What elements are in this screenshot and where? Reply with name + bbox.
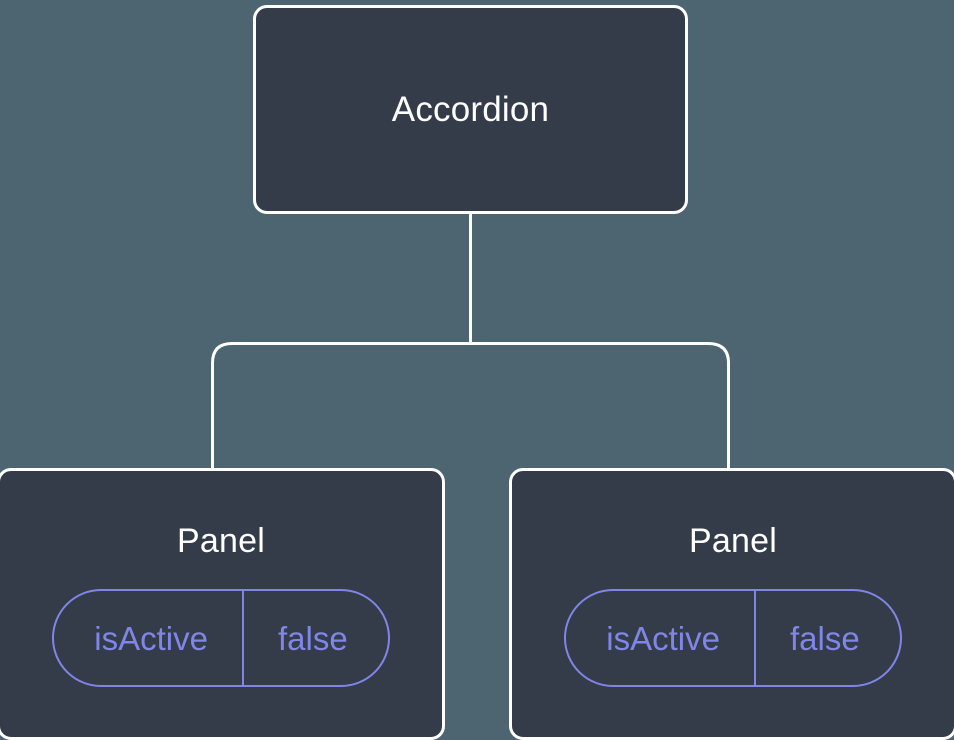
prop-pill-panel-2-isactive[interactable]: isActive false: [564, 589, 902, 687]
prop-key-panel-2-isactive: isActive: [566, 591, 756, 685]
connector-branch-bar: [211, 342, 730, 470]
tree-node-panel-2-label: Panel: [689, 522, 777, 560]
tree-node-panel-1[interactable]: Panel isActive false: [0, 468, 445, 740]
prop-key-panel-1-isactive: isActive: [54, 591, 244, 685]
tree-node-accordion[interactable]: Accordion: [253, 5, 688, 214]
tree-node-panel-1-label: Panel: [177, 522, 265, 560]
prop-value-panel-2-isactive: false: [789, 619, 860, 657]
prop-pill-panel-1-isactive[interactable]: isActive false: [52, 589, 390, 687]
tree-node-panel-2[interactable]: Panel isActive false: [509, 468, 954, 740]
tree-node-accordion-label: Accordion: [391, 90, 550, 129]
prop-value-panel-1-isactive: false: [277, 619, 348, 657]
